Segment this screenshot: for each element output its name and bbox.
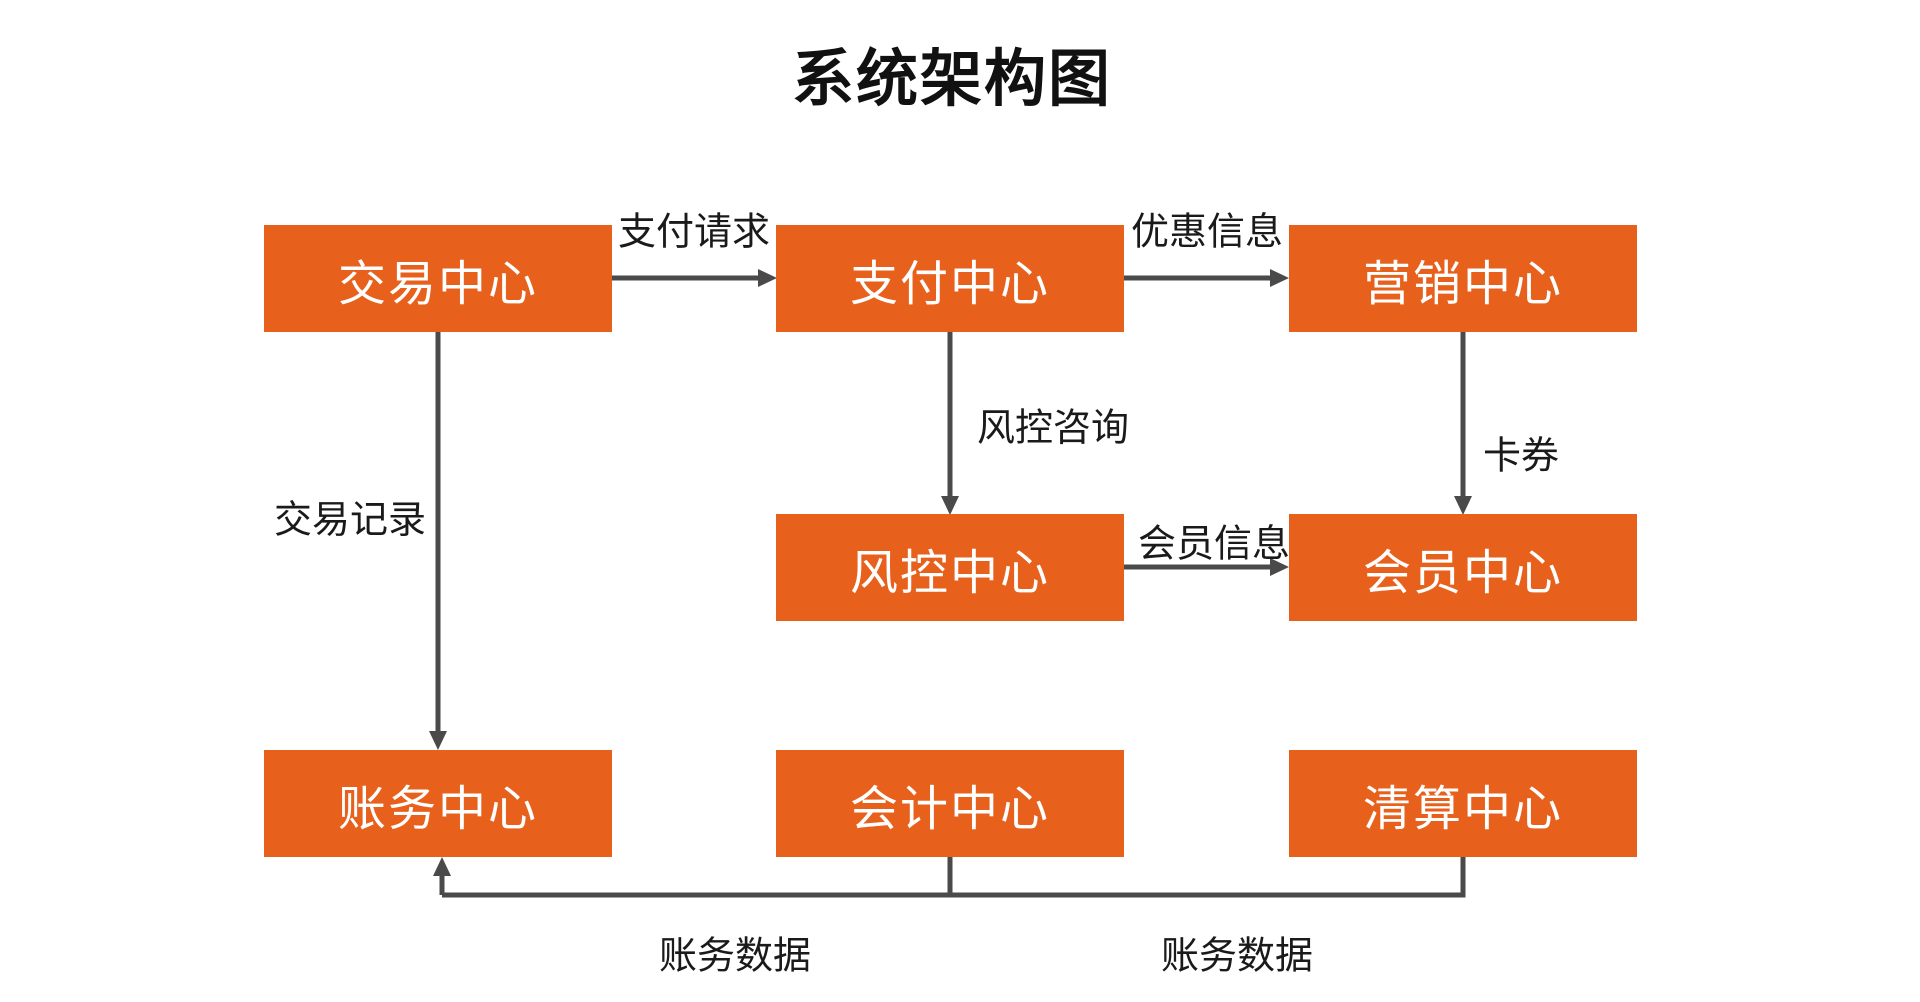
edge-label-risk-consult: 风控咨询 <box>976 407 1130 450</box>
edge-label-payment-request: 支付请求 <box>617 211 771 254</box>
node-risk-center: 风控中心 <box>776 514 1124 621</box>
edge-payment-to-risk <box>941 332 959 515</box>
edge-trading-to-account <box>429 332 447 750</box>
node-trading-center: 交易中心 <box>264 225 612 332</box>
edge-risk-to-member <box>1124 558 1289 576</box>
node-clearing-center: 清算中心 <box>1289 750 1637 857</box>
node-marketing-center: 营销中心 <box>1289 225 1637 332</box>
node-accounting-center: 会计中心 <box>776 750 1124 857</box>
edge-clearing-to-account <box>442 857 1466 898</box>
edge-label-card-coupon: 卡券 <box>1482 435 1560 478</box>
edge-label-discount-info: 优惠信息 <box>1130 211 1284 254</box>
edge-label-member-info: 会员信息 <box>1137 523 1291 566</box>
edge-label-trade-record: 交易记录 <box>273 499 427 542</box>
edge-payment-to-marketing <box>1124 269 1289 287</box>
node-member-center: 会员中心 <box>1289 514 1637 621</box>
node-payment-center: 支付中心 <box>776 225 1124 332</box>
edge-label-account-data-left: 账务数据 <box>658 935 812 978</box>
edge-trading-to-payment <box>612 269 777 287</box>
edge-marketing-to-member <box>1454 332 1472 515</box>
diagram-title: 系统架构图 <box>791 45 1113 114</box>
node-account-center: 账务中心 <box>264 750 612 857</box>
edge-accounting-to-account <box>433 857 953 895</box>
edge-label-account-data-right: 账务数据 <box>1160 935 1314 978</box>
